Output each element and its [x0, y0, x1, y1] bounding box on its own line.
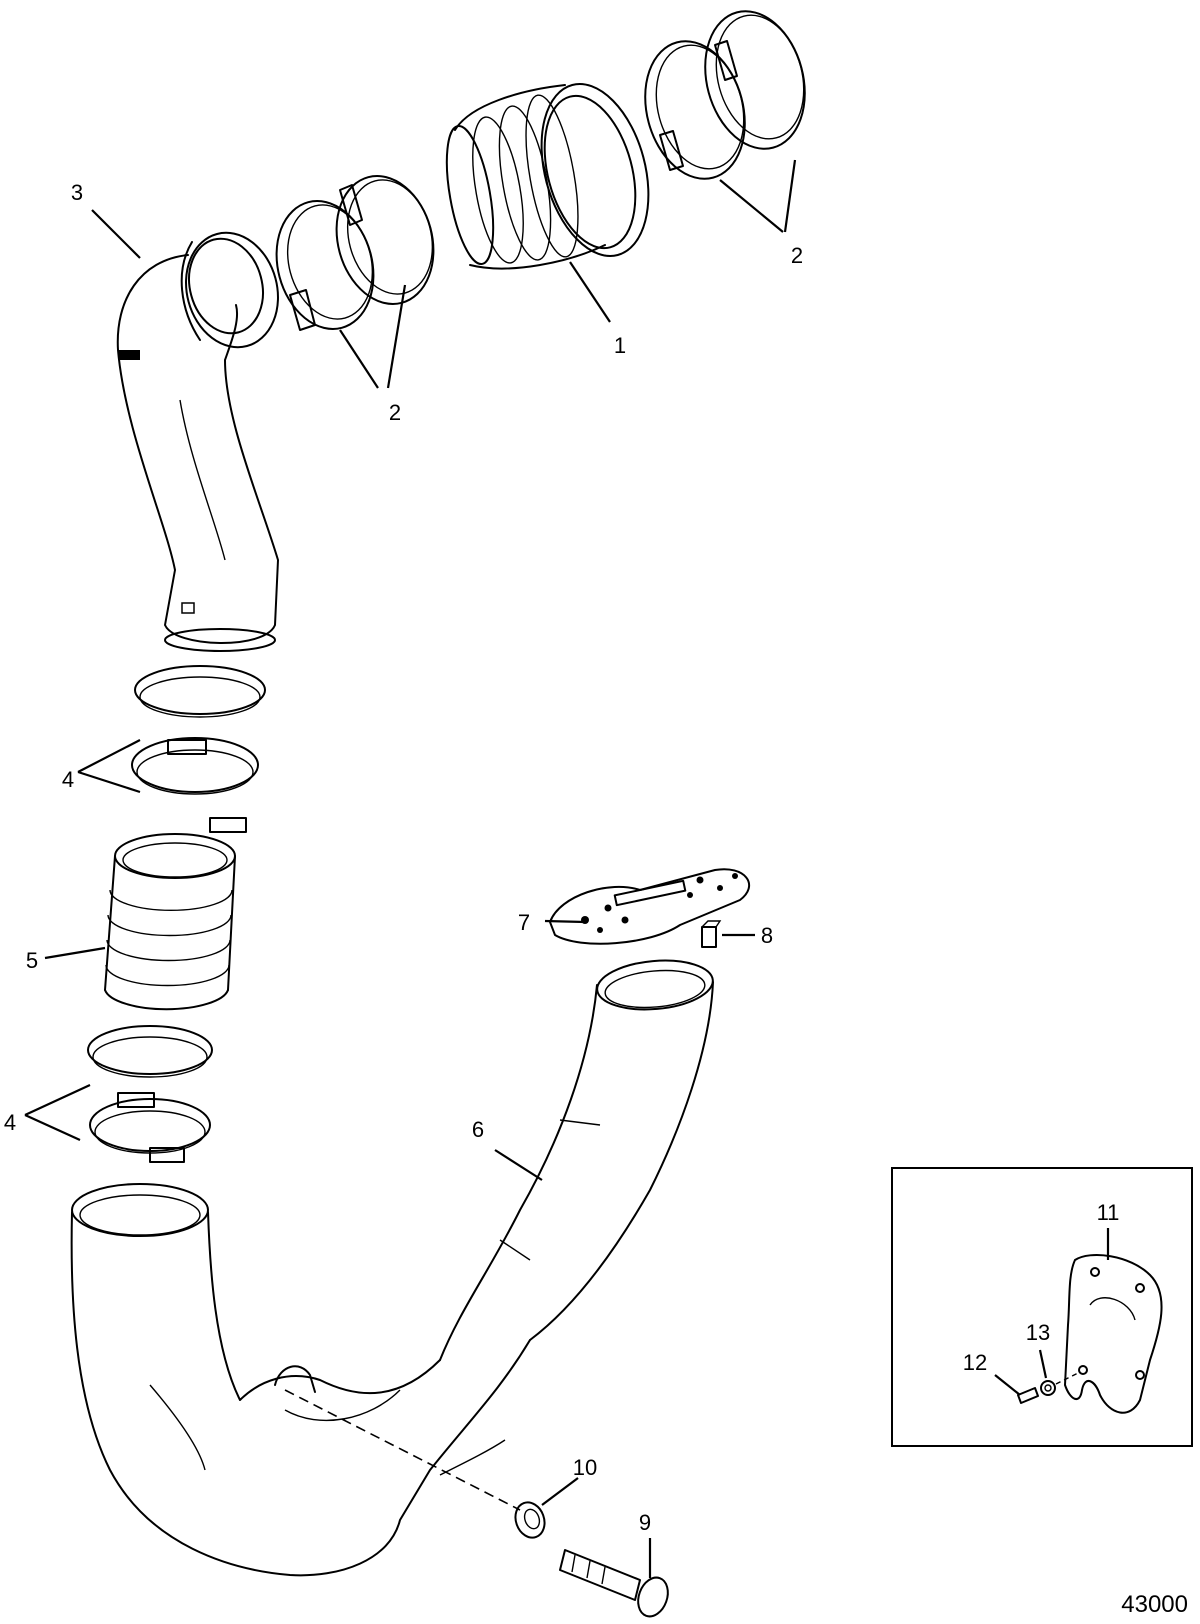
alignment-dashed-line: [284, 1389, 521, 1511]
inset-box: [891, 1167, 1193, 1447]
callout-2-right: 2: [791, 243, 803, 268]
part-7-plate: [549, 868, 751, 945]
part-4-clamp-pair-upper: [131, 665, 266, 833]
part-6-lower-exhaust-pipe: [70, 959, 714, 1577]
part-10-washer: [514, 1501, 546, 1539]
callout-7: 7: [518, 910, 530, 935]
callout-8: 8: [761, 923, 773, 948]
part-8-block: [701, 920, 722, 948]
callout-3: 3: [71, 180, 83, 205]
callout-5: 5: [26, 948, 38, 973]
part-11-bracket: [1064, 1254, 1163, 1414]
figure-number: 43000: [1121, 1591, 1188, 1618]
part-5-coupler: [104, 833, 236, 1011]
part-2-clamp-pair-right: [644, 10, 806, 180]
callout-9: 9: [639, 1510, 651, 1535]
leader-lines: [24, 159, 1110, 1578]
part-9-bolt: [559, 1549, 669, 1618]
part-13-washer: [1040, 1380, 1056, 1396]
callout-4-lower: 4: [4, 1110, 16, 1135]
callout-11: 11: [1097, 1200, 1120, 1225]
callout-4-upper: 4: [62, 767, 74, 792]
callout-12: 12: [963, 1350, 987, 1375]
part-2-clamp-pair-left: [275, 175, 435, 331]
callout-1: 1: [614, 333, 626, 358]
part-4-clamp-pair-lower: [87, 1025, 213, 1163]
part-3-upper-elbow: [116, 231, 279, 652]
part-1-bellows: [445, 83, 650, 270]
part-12-screw: [1017, 1387, 1039, 1404]
callout-10: 10: [573, 1455, 597, 1480]
callout-6: 6: [472, 1117, 484, 1142]
callout-13: 13: [1026, 1320, 1050, 1345]
callout-2-left: 2: [389, 400, 401, 425]
